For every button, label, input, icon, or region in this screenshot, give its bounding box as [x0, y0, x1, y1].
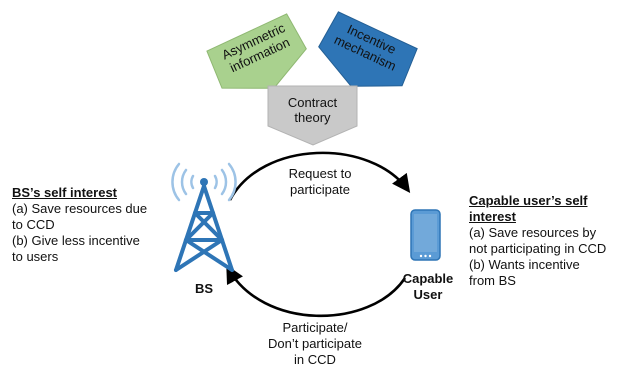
bs-interest-title: BS’s self interest: [12, 185, 118, 200]
user-interest-line: (a) Save resources by: [469, 225, 597, 240]
request-line2: participate: [290, 182, 350, 197]
user-interest-block: Capable user’s self interest (a) Save re…: [469, 193, 617, 289]
participation-line1: Participate/: [282, 320, 348, 335]
user-interest-line: (b) Wants incentive: [469, 257, 580, 272]
capable-user-line2: User: [413, 287, 443, 302]
bs-interest-block: BS’s self interest (a) Save resources du…: [12, 185, 172, 265]
base-station-icon: [171, 162, 237, 272]
request-arrow: [228, 151, 411, 201]
bs-label: BS: [194, 281, 214, 296]
bs-interest-line: to CCD: [12, 217, 55, 232]
contract-theory-label: Contract theory: [268, 95, 357, 125]
user-interest-title-line1: Capable user’s self: [469, 193, 588, 208]
contract-line2: theory: [294, 110, 331, 125]
bs-interest-line: (a) Save resources due: [12, 201, 148, 216]
bs-interest-line: (b) Give less incentive: [12, 233, 140, 248]
user-interest-line: from BS: [469, 273, 516, 288]
bs-interest-line: to users: [12, 249, 59, 264]
capable-user-line1: Capable: [402, 271, 454, 286]
participation-line3: in CCD: [294, 352, 336, 367]
capable-user-label: Capable User: [396, 271, 460, 303]
asymmetric-information-shape: [206, 13, 307, 89]
contract-line1: Contract: [287, 95, 338, 110]
request-label: Request to participate: [270, 166, 370, 198]
participation-label: Participate/ Don’t participate in CCD: [255, 320, 375, 368]
response-arrow: [226, 264, 407, 318]
contract-theory-shape: [267, 85, 358, 146]
request-line1: Request to: [288, 166, 352, 181]
phone-icon: [410, 209, 441, 261]
incentive-mechanism-shape: [318, 11, 418, 87]
participation-line2: Don’t participate: [268, 336, 362, 351]
user-interest-line: not participating in CCD: [469, 241, 607, 256]
user-interest-title-line2: interest: [469, 209, 516, 224]
